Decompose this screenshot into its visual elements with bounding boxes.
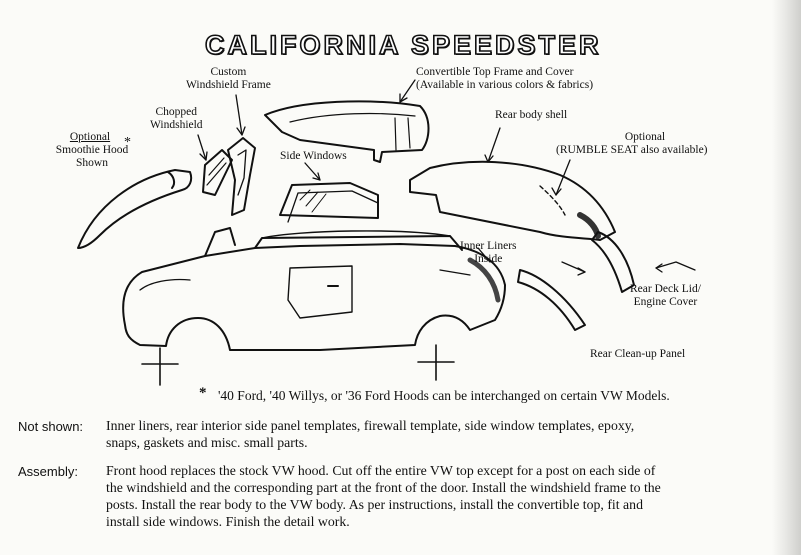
smoothie-hood-part [77, 169, 193, 249]
speedster-parts-illustration [77, 79, 696, 386]
rear-wheel-marker [417, 344, 455, 381]
page-title: CALIFORNIA SPEEDSTER [204, 29, 602, 61]
label-optional-hood: Optional [69, 131, 111, 143]
label-optional-rumble: Optional [624, 131, 666, 143]
footnote-asterisk: * [199, 385, 207, 401]
rear-body-shell-part [409, 160, 616, 241]
label-smoothie-hood: Smoothie Hood Shown [55, 144, 129, 169]
label-rear-deck-lid: Rear Deck Lid/ Engine Cover [630, 283, 701, 308]
rear-deck-lid-part [591, 231, 635, 293]
label-chopped-windshield: Chopped Windshield [150, 106, 203, 131]
convertible-top-part [264, 100, 430, 163]
leader-top [399, 79, 416, 103]
label-convertible-top: Convertible Top Frame and Cover (Availab… [416, 66, 594, 91]
page-edge-shadow [772, 0, 801, 555]
hood-asterisk: * [124, 135, 131, 150]
windshield-frame-part [227, 137, 256, 216]
label-side-windows: Side Windows [280, 150, 347, 162]
label-rumble-seat: (RUMBLE SEAT also available) [556, 144, 708, 156]
label-rear-cleanup-panel: Rear Clean-up Panel [590, 348, 686, 360]
footnote-text: '40 Ford, '40 Willys, or '36 Ford Hoods … [218, 388, 670, 403]
leader-chopped-windshield [197, 134, 207, 161]
leader-deck-lid [655, 261, 696, 271]
front-wheel-marker [141, 347, 179, 386]
leader-windshield-frame [235, 94, 243, 136]
leader-rumble [555, 159, 571, 196]
assembly-label: Assembly: [18, 464, 78, 479]
label-custom-windshield-frame: Custom Windshield Frame [186, 66, 271, 91]
chopped-windshield-part [202, 149, 233, 196]
leader-rear-body [487, 127, 501, 163]
assembly-text: Front hood replaces the stock VW hood. C… [106, 463, 661, 529]
car-body [122, 243, 506, 351]
not-shown-text: Inner liners, rear interior side panel t… [106, 418, 635, 450]
rear-cleanup-panel-part [517, 269, 586, 331]
not-shown-label: Not shown: [18, 419, 84, 434]
leader-side-windows [304, 162, 321, 181]
side-windows-part [279, 182, 379, 219]
label-inner-liners: Inner Liners Inside [460, 240, 517, 265]
label-rear-body-shell: Rear body shell [495, 109, 568, 121]
